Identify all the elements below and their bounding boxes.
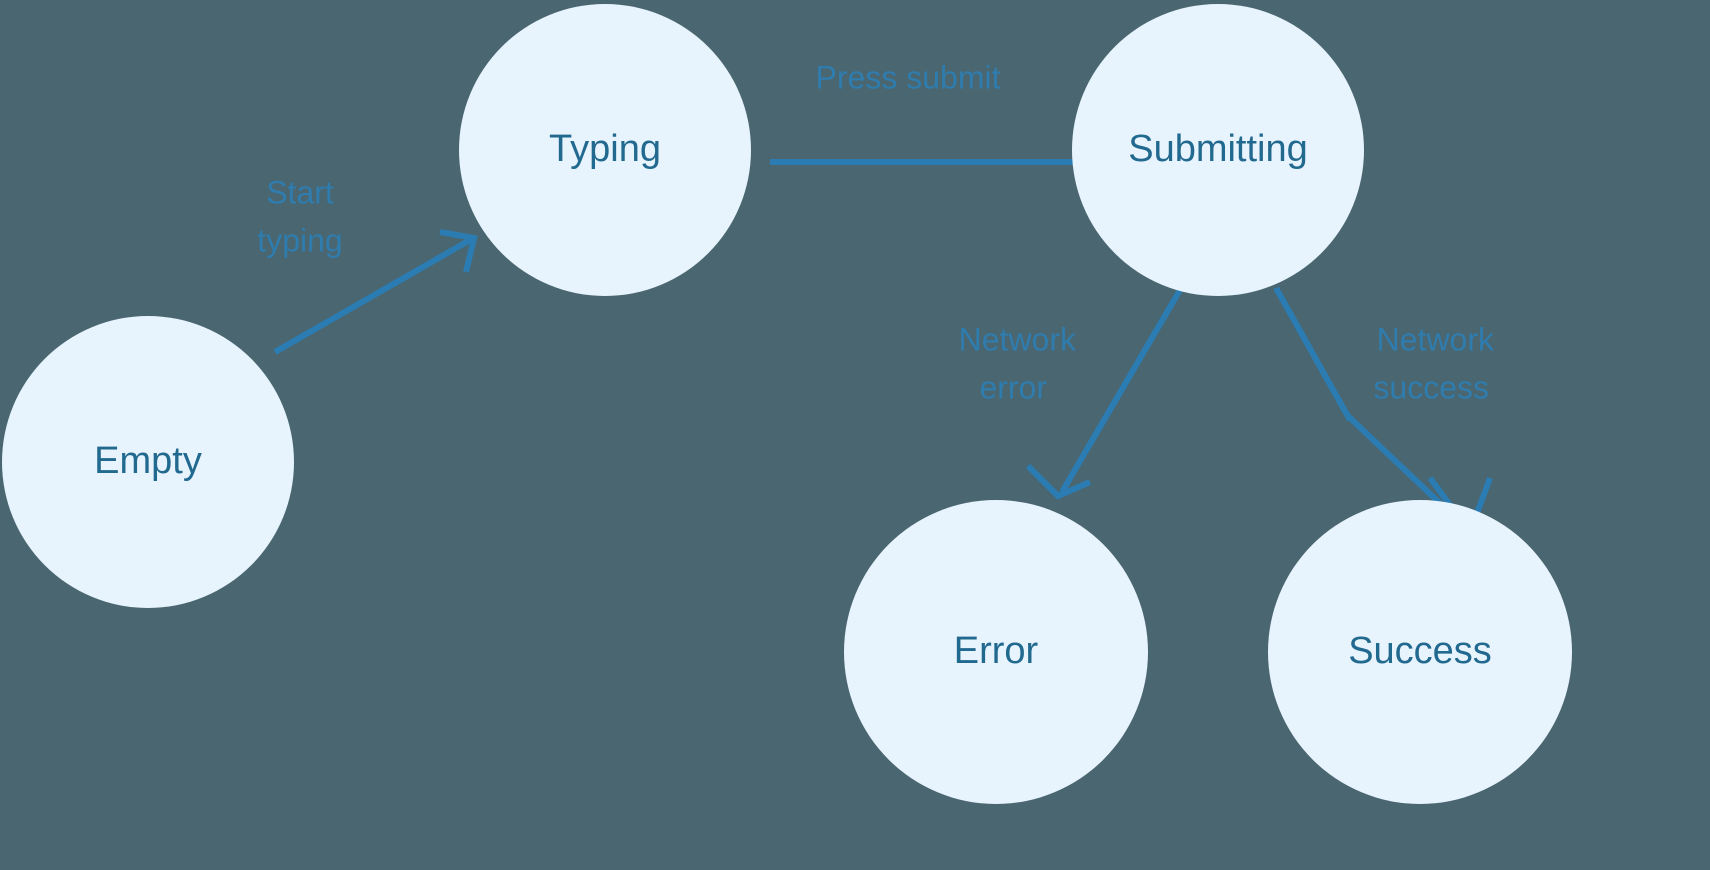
edge-empty-to-typing-line [273,237,472,355]
node-empty-label: Empty [94,440,202,482]
node-typing-label: Typing [549,128,661,170]
edge-label-network-success-line2: success [1373,369,1489,405]
edge-submitting-to-error-arrowhead [1025,463,1092,500]
edge-label-start-typing-line2: typing [257,222,342,258]
node-typing[interactable]: Typing [459,4,751,296]
node-submitting-circle[interactable] [1072,4,1364,296]
node-success-label: Success [1348,630,1492,672]
node-error[interactable]: Error [844,500,1148,804]
edge-submitting-to-success-line-upper [1273,286,1353,422]
edge-label-press-submit-line1: Press submit [816,59,1001,95]
edge-label-start-typing-line1: Start [266,174,334,210]
edge-submitting-to-error-line [1059,288,1183,494]
node-error-label: Error [954,630,1039,672]
node-typing-circle[interactable] [459,4,751,296]
edge-label-press-submit: Press submit [816,59,1001,95]
node-error-circle[interactable] [844,500,1148,804]
edge-empty-to-typing [273,229,478,355]
edge-label-start-typing: Start typing [257,174,342,258]
node-submitting-label: Submitting [1128,128,1308,170]
node-empty-circle[interactable] [2,316,294,608]
edge-submitting-to-error [1025,288,1183,500]
node-success-circle[interactable] [1268,500,1572,804]
edge-label-network-error-line2: error [979,369,1047,405]
node-empty[interactable]: Empty [2,316,294,608]
node-submitting[interactable]: Submitting [1072,4,1364,296]
edge-label-network-success: Network success [1373,321,1495,405]
edge-label-network-error: Network error [959,321,1077,405]
edge-label-network-error-line1: Network [959,321,1077,357]
node-success[interactable]: Success [1268,500,1572,804]
edge-empty-to-typing-arrowhead [439,229,478,273]
edge-label-network-success-line1: Network [1377,321,1495,357]
